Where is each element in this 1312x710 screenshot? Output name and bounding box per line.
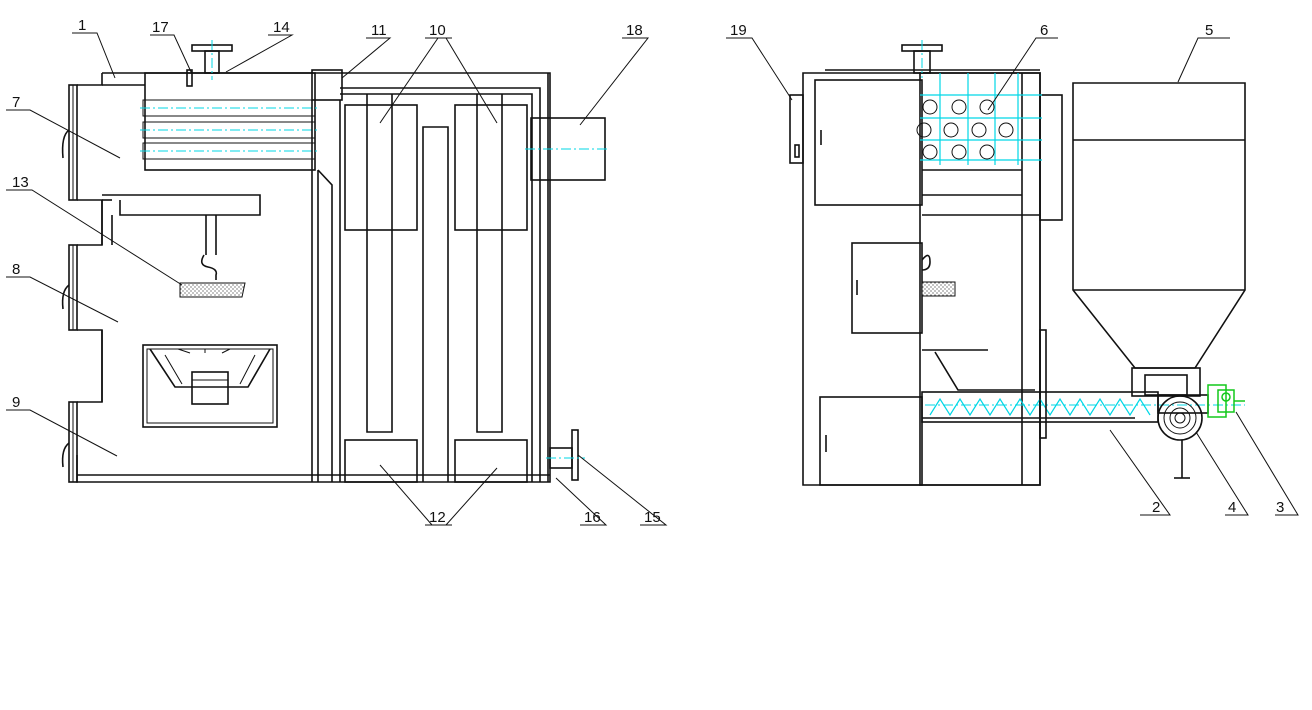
upper-door — [61, 84, 78, 201]
water-outlet-flange — [191, 40, 233, 80]
label-12: 12 — [429, 509, 446, 526]
label-3: 3 — [1276, 499, 1284, 516]
label-2: 2 — [1152, 499, 1160, 516]
side-burner — [922, 349, 1035, 391]
label-18: 18 — [626, 22, 643, 39]
side-upper-door — [814, 79, 923, 206]
side-nozzle — [921, 281, 956, 297]
hanger-hook — [200, 215, 218, 280]
side-hook — [921, 254, 931, 271]
flue-baffle-top — [311, 69, 343, 101]
burner-bowl — [149, 348, 271, 388]
label-6: 6 — [1040, 22, 1048, 39]
side-middle-door — [851, 242, 923, 334]
ash-box-left — [344, 439, 418, 483]
tube-sheet — [916, 73, 1042, 165]
ash-box-right — [454, 439, 528, 483]
flue-guide — [317, 169, 333, 482]
tube-pass-2 — [422, 126, 449, 482]
label-9: 9 — [12, 394, 20, 411]
label-8: 8 — [12, 261, 20, 278]
label-5: 5 — [1205, 22, 1213, 39]
drive-motor — [1207, 384, 1245, 418]
label-7: 7 — [12, 94, 20, 111]
gear-reducer — [1157, 394, 1209, 479]
label-15: 15 — [644, 509, 661, 526]
convection-top-inner — [340, 93, 533, 482]
nozzle-block — [179, 282, 246, 298]
label-13: 13 — [12, 174, 29, 191]
burner-grate — [191, 371, 229, 405]
callouts: 1 2 3 4 5 6 7 8 9 10 11 12 13 14 15 — [6, 17, 1299, 526]
label-14: 14 — [273, 19, 290, 36]
sensor-port — [186, 69, 193, 87]
label-16: 16 — [584, 509, 601, 526]
label-19: 19 — [730, 22, 747, 39]
side-rear-box — [1039, 94, 1063, 221]
middle-door — [61, 244, 78, 331]
fire-tubes — [140, 99, 318, 160]
label-1: 1 — [78, 17, 86, 34]
label-11: 11 — [371, 22, 387, 39]
convection-top — [340, 87, 541, 482]
lower-door — [61, 401, 78, 483]
convection-pack-left — [344, 104, 418, 231]
side-lower-door — [819, 396, 923, 486]
tube-pass-3 — [476, 94, 503, 433]
drain-flange — [571, 429, 579, 481]
tube-pass-1 — [366, 94, 393, 433]
side-cutaway — [919, 72, 1041, 486]
burner-frame — [142, 344, 278, 428]
fuel-hopper — [1072, 82, 1246, 369]
label-10: 10 — [429, 22, 446, 39]
label-4: 4 — [1228, 499, 1236, 516]
convection-pack-right — [454, 104, 528, 231]
control-box — [789, 94, 804, 164]
boiler-shell — [76, 72, 551, 483]
hopper-neck — [1131, 367, 1201, 397]
label-17: 17 — [152, 19, 169, 36]
side-view — [789, 40, 1246, 486]
combustion-shelf — [102, 194, 261, 245]
